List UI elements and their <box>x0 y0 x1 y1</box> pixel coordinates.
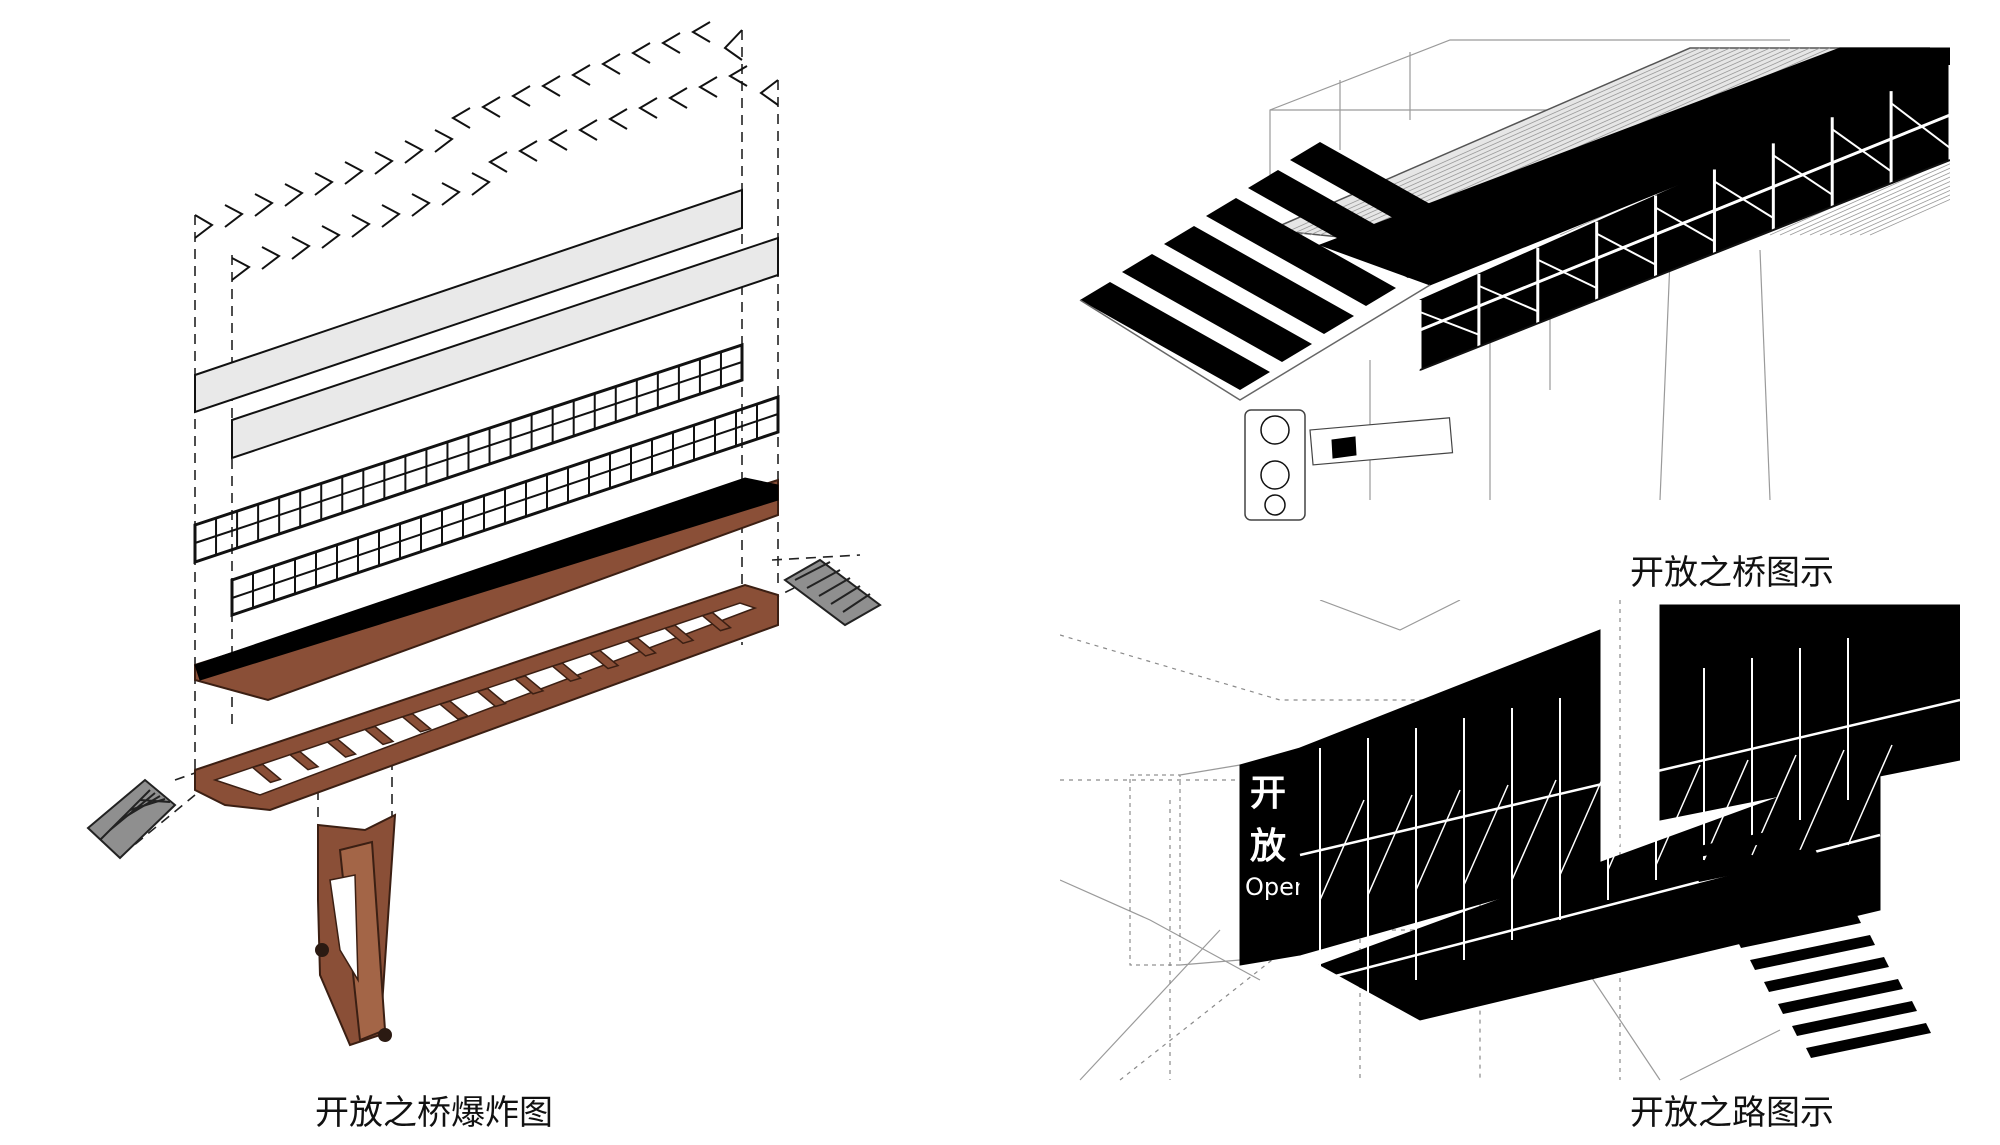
stair-left <box>86 778 177 860</box>
bridge-stairs <box>1079 142 1480 401</box>
sign-latin: Open <box>1245 873 1309 901</box>
caption-exploded-diagram: 开放之桥爆炸图 <box>315 1093 553 1133</box>
sign-char-1: 开 <box>1250 773 1286 814</box>
road-facade <box>1299 604 1960 1021</box>
floor-deck <box>194 477 779 702</box>
open-sign: 开 放 Open <box>1239 747 1309 966</box>
caption-road-illustration: 开放之路图示 <box>1630 1093 1834 1133</box>
bridge-side-truss <box>1418 64 1950 371</box>
exploded-diagram <box>0 0 900 1070</box>
roof-chevrons-upper <box>194 21 743 239</box>
stair-left-treads <box>99 789 171 841</box>
roof-chevrons-lower <box>231 65 779 281</box>
gantry-leg <box>315 813 397 1047</box>
sign-frame <box>1129 764 1241 966</box>
road-illustration: 开 放 Open <box>1060 600 1960 1090</box>
roof-panel-lower <box>231 236 779 460</box>
truss-mullions <box>215 351 758 608</box>
stair-right <box>783 558 882 627</box>
bridge-deck <box>1318 47 1950 286</box>
road-stairs <box>1680 825 1931 1058</box>
roof-panel-upper <box>194 188 743 414</box>
gantry-wheel-assembly <box>1244 409 1454 521</box>
frame-cells <box>250 611 733 784</box>
exploded-diagram-svg <box>86 21 882 1047</box>
steel-frame <box>194 583 779 812</box>
caption-bridge-illustration: 开放之桥图示 <box>1630 553 1834 593</box>
stair-right-treads <box>794 561 871 613</box>
bridge-illustration-svg <box>1079 39 1950 521</box>
road-illustration-svg: 开 放 Open <box>1060 600 1960 1081</box>
sign-char-2: 放 <box>1250 826 1286 867</box>
bridge-illustration <box>1070 30 1950 530</box>
